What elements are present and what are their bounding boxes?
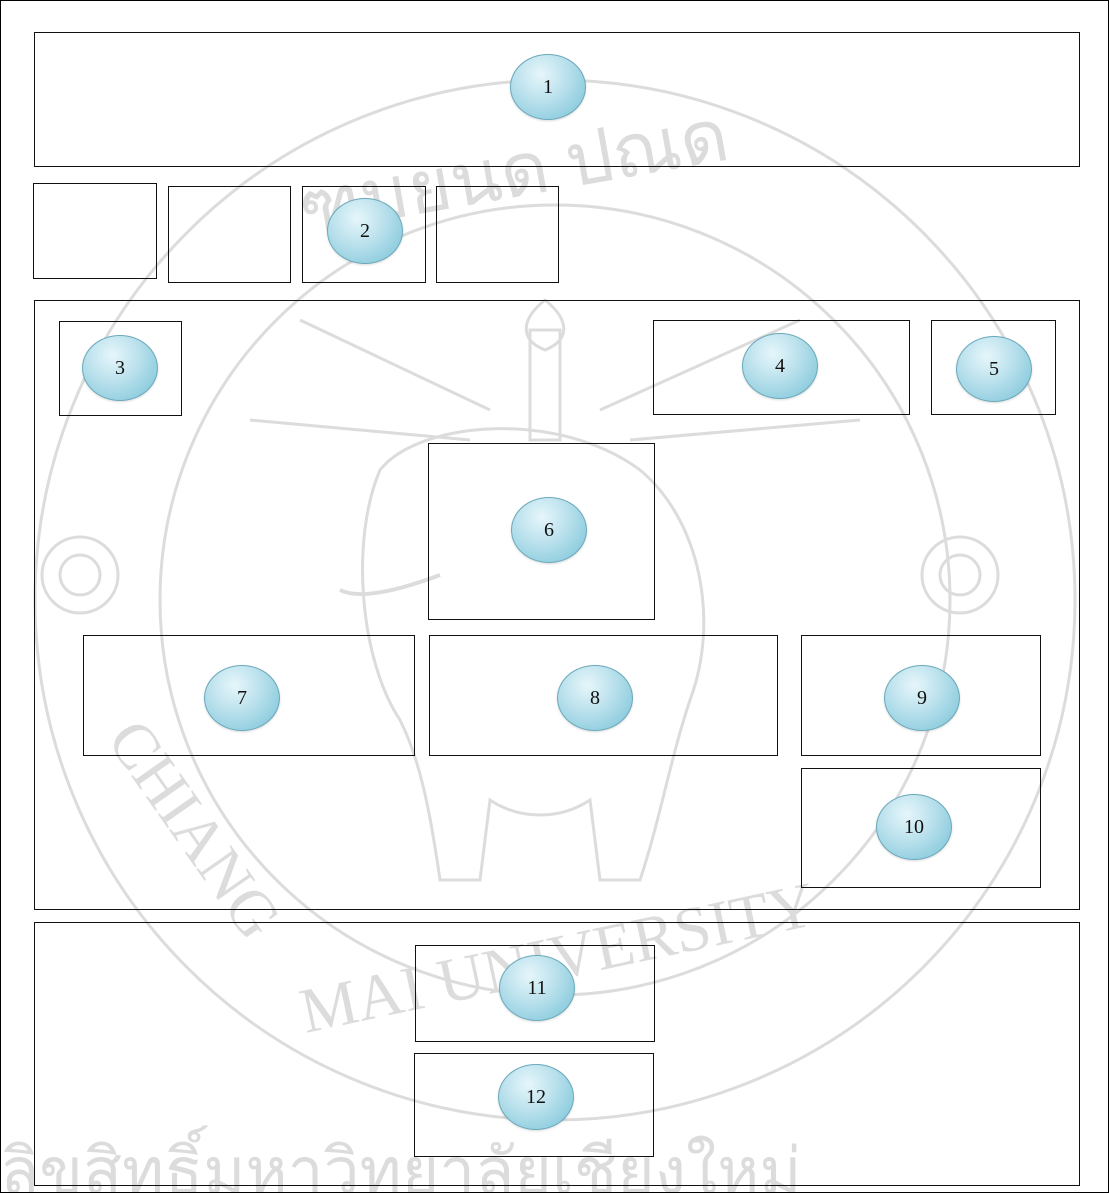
badge-11: 11 (499, 955, 575, 1021)
badge-6: 6 (511, 497, 587, 563)
badge-5: 5 (956, 336, 1032, 402)
badge-9: 9 (884, 665, 960, 731)
region-2-nav-box-b (168, 186, 291, 283)
region-2-nav-box-a (33, 183, 157, 279)
badge-4: 4 (742, 333, 818, 399)
badge-12: 12 (498, 1064, 574, 1130)
region-2-nav-box-d (436, 186, 559, 283)
badge-2: 2 (327, 198, 403, 264)
badge-8: 8 (557, 665, 633, 731)
badge-1: 1 (510, 54, 586, 120)
badge-3: 3 (82, 335, 158, 401)
badge-10: 10 (876, 794, 952, 860)
badge-7: 7 (204, 665, 280, 731)
